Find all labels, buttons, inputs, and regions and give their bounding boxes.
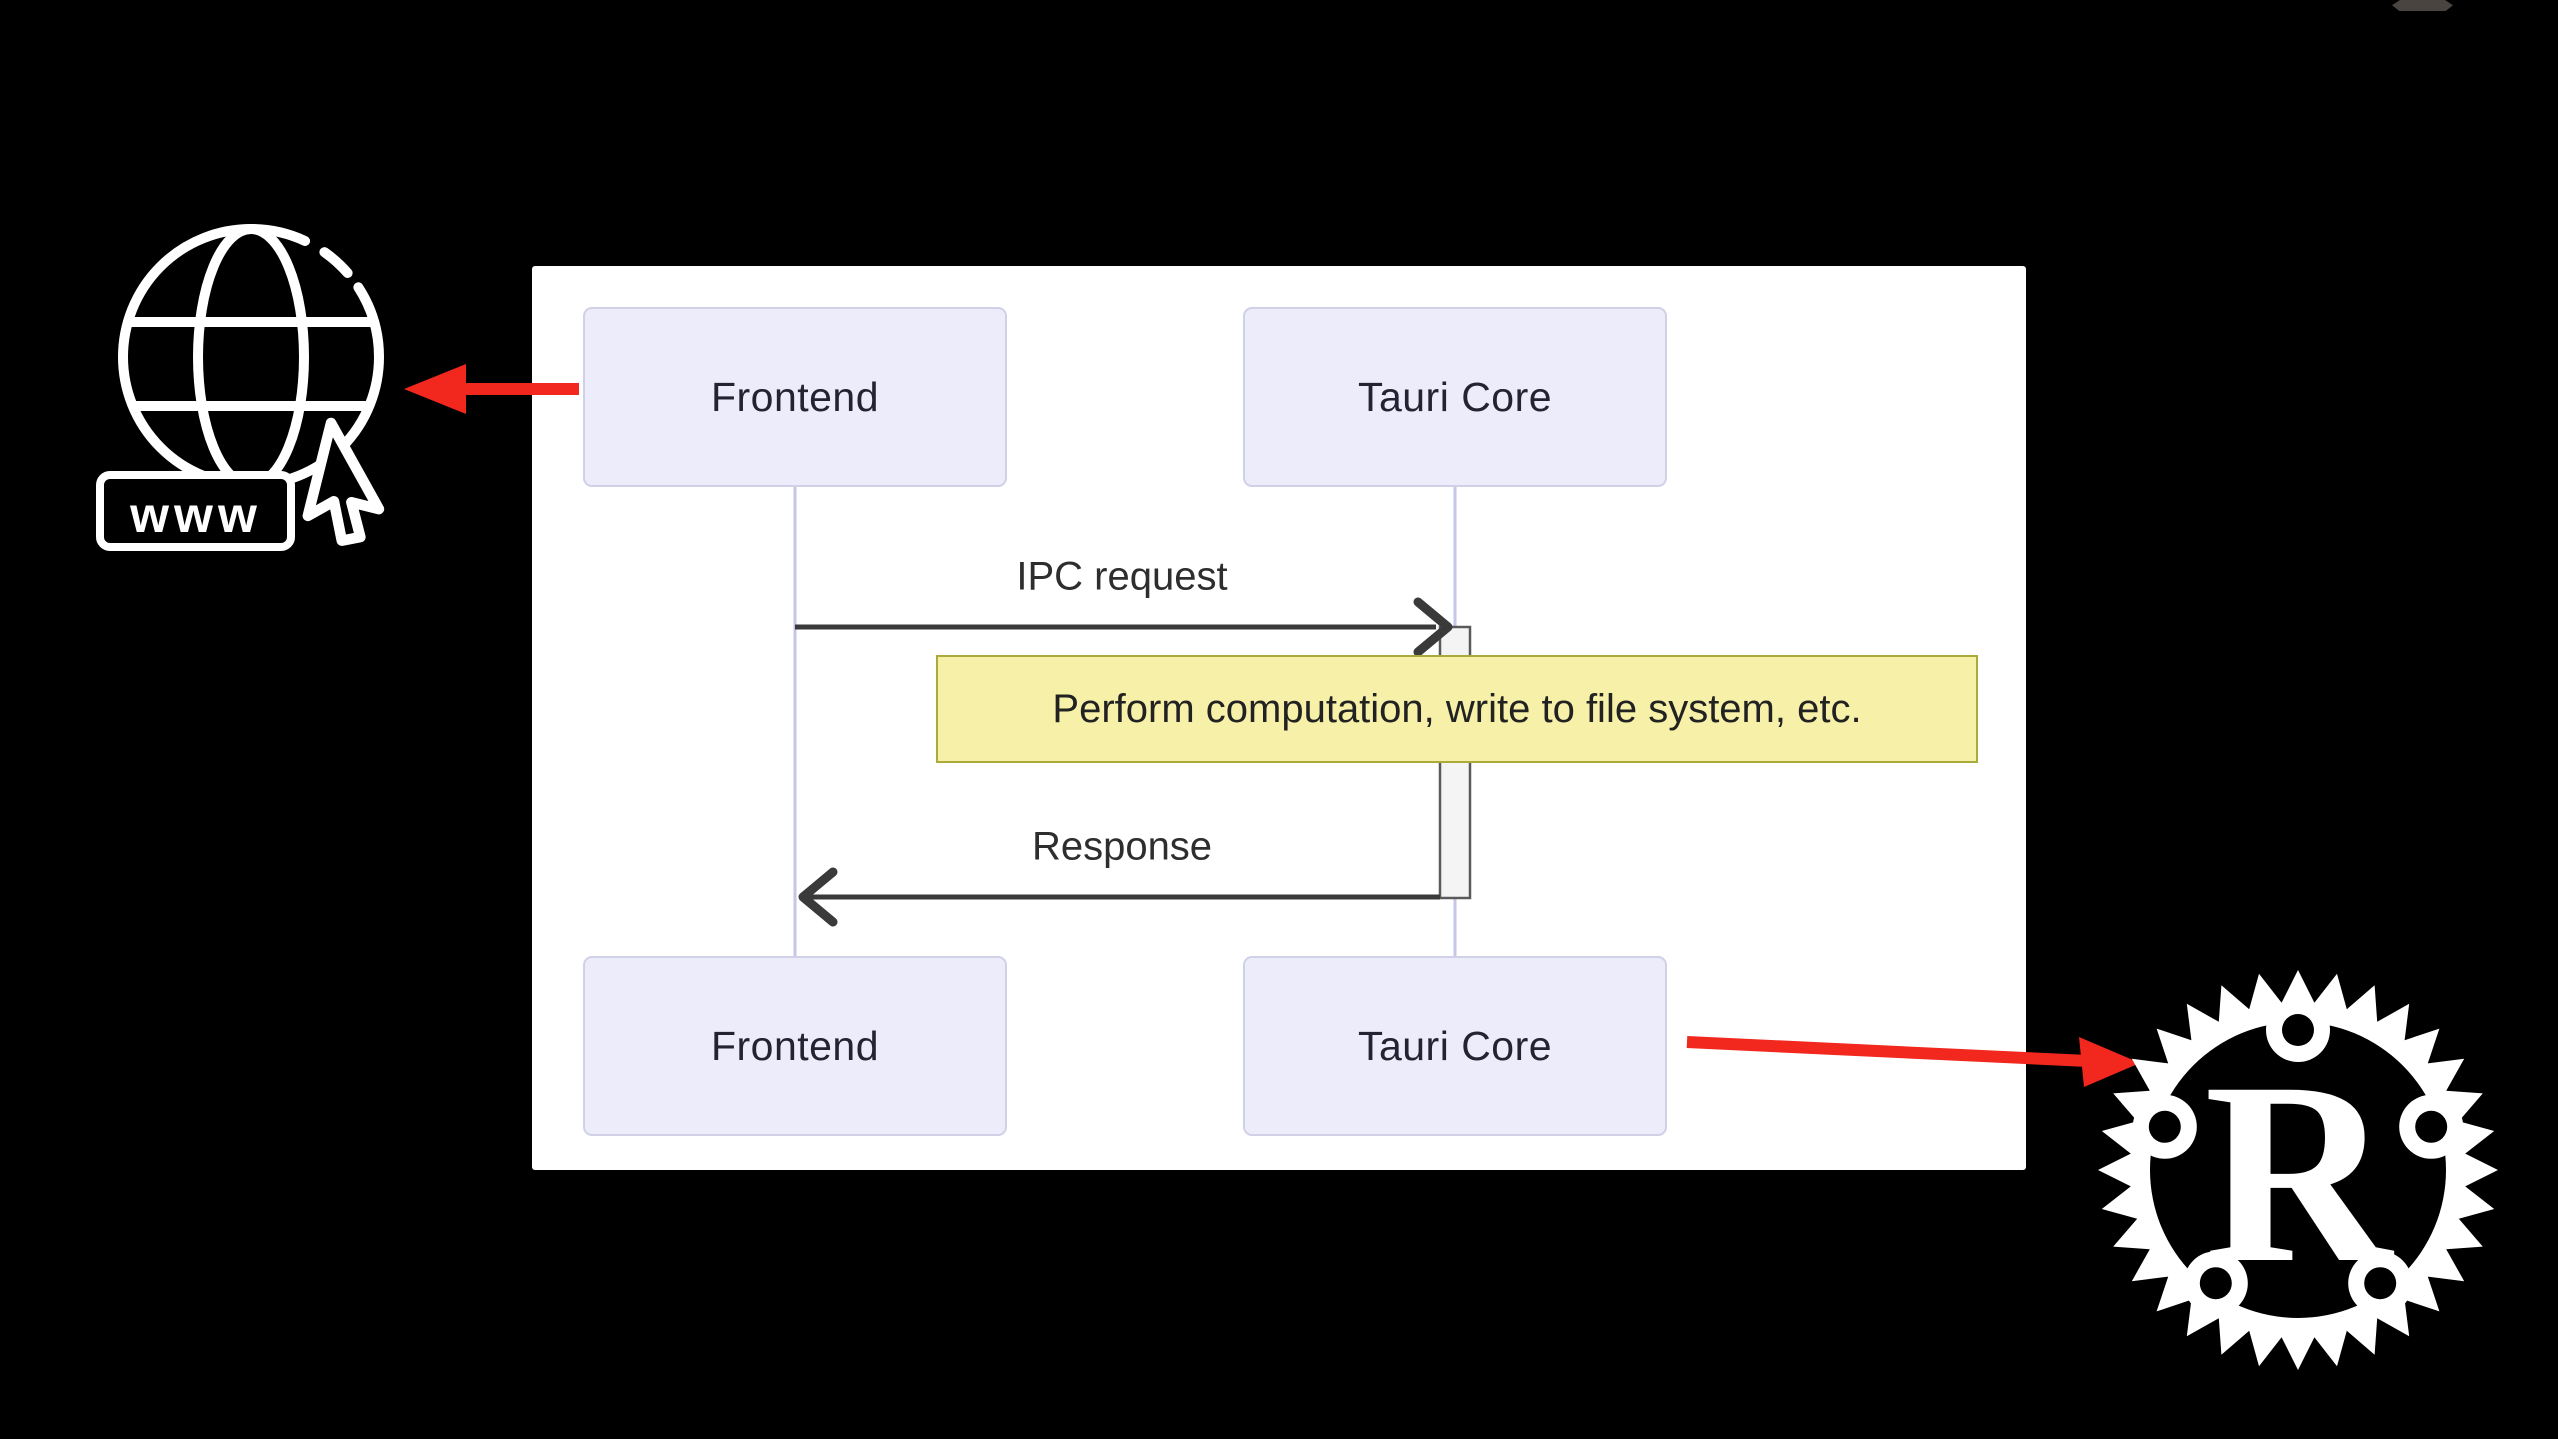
cursor-icon xyxy=(302,417,385,546)
actor-tauri-core-top: Tauri Core xyxy=(1243,307,1667,487)
arrowhead-left-icon xyxy=(798,867,838,927)
www-label: www xyxy=(129,487,262,543)
globe-www-icon: www xyxy=(96,224,385,551)
actor-label: Frontend xyxy=(710,373,880,420)
actor-label: Tauri Core xyxy=(1357,373,1553,420)
message-label-response: Response xyxy=(1031,824,1213,869)
rust-logo-icon: R xyxy=(2098,970,2498,1370)
window-drag-handle[interactable] xyxy=(2392,0,2453,11)
actor-label: Frontend xyxy=(710,1022,880,1069)
actor-tauri-core-bottom: Tauri Core xyxy=(1243,956,1667,1136)
actor-frontend-bottom: Frontend xyxy=(583,956,1007,1136)
sequence-diagram-panel: Frontend Tauri Core Frontend Tauri Core … xyxy=(532,266,2026,1170)
note-box: Perform computation, write to file syste… xyxy=(936,655,1978,763)
globe-meridian xyxy=(193,224,309,490)
www-badge xyxy=(96,471,295,551)
actor-frontend-top: Frontend xyxy=(583,307,1007,487)
arrowhead-right-icon xyxy=(1413,597,1453,657)
rust-bolt-holes xyxy=(2132,998,2464,1316)
rust-letter: R xyxy=(2204,1029,2395,1317)
actor-label: Tauri Core xyxy=(1357,1022,1553,1069)
message-label-ipc-request: IPC request xyxy=(1016,554,1228,599)
